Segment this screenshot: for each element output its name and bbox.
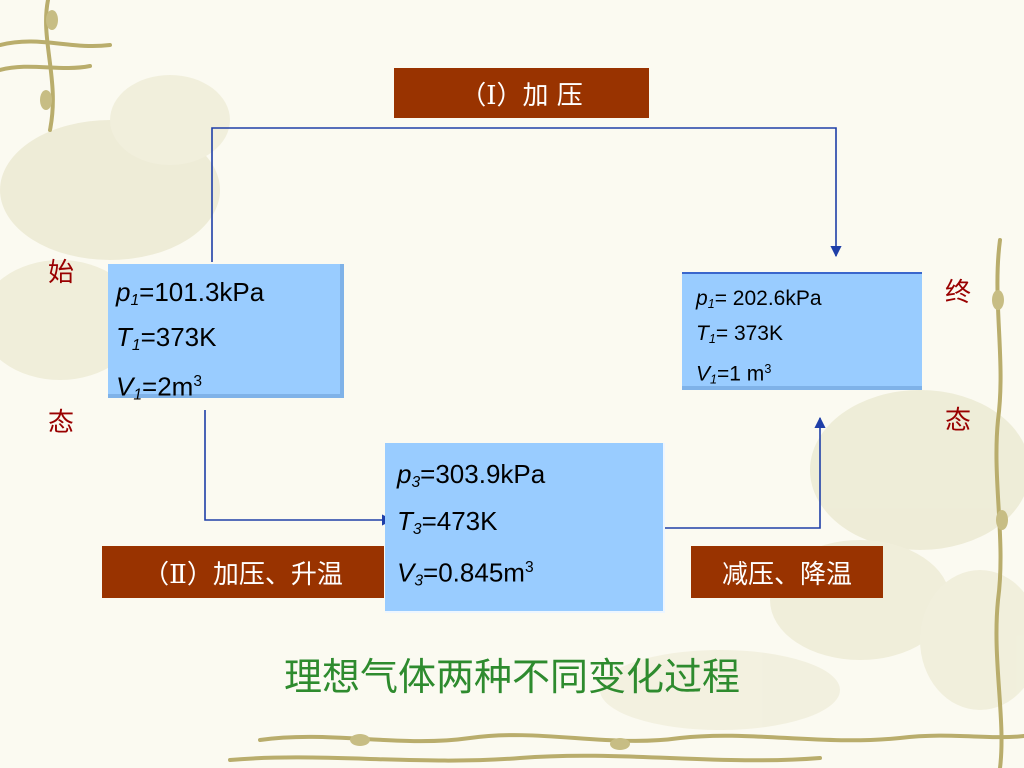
final-state-box: p1= 202.6kPa T1= 373K V1=1 m3 <box>682 272 922 390</box>
intermediate-state-box: p3=303.9kPa T3=473K V3=0.845m3 <box>385 443 665 613</box>
intermediate-volume: V3=0.845m3 <box>397 557 534 590</box>
intermediate-temperature: T3=473K <box>397 505 498 538</box>
final-temperature: T1= 373K <box>696 322 783 347</box>
final-state-label-top: 终 <box>945 278 972 308</box>
final-pressure: p1= 202.6kPa <box>696 287 822 312</box>
initial-volume: V1=2m3 <box>116 371 203 404</box>
diagram-caption: 理想气体两种不同变化过程 <box>283 655 740 699</box>
initial-state-box: p1=101.3kPa T1=373K V1=2m3 <box>108 264 344 403</box>
intermediate-pressure: p3=303.9kPa <box>397 459 546 491</box>
initial-temperature: T1=373K <box>116 321 217 354</box>
process-label-bottom-left: （Ⅱ）加压、升温 <box>102 546 384 598</box>
final-state-label-bottom: 态 <box>945 406 972 436</box>
process-label-bottom-right: 减压、降温 <box>691 546 883 598</box>
initial-pressure: p1=101.3kPa <box>116 277 265 309</box>
process-label-top: （Ⅰ）加 压 <box>394 68 649 118</box>
initial-state-label-bottom: 态 <box>48 408 75 438</box>
final-volume: V1=1 m3 <box>696 362 772 387</box>
initial-state-label-top: 始 <box>48 258 75 288</box>
